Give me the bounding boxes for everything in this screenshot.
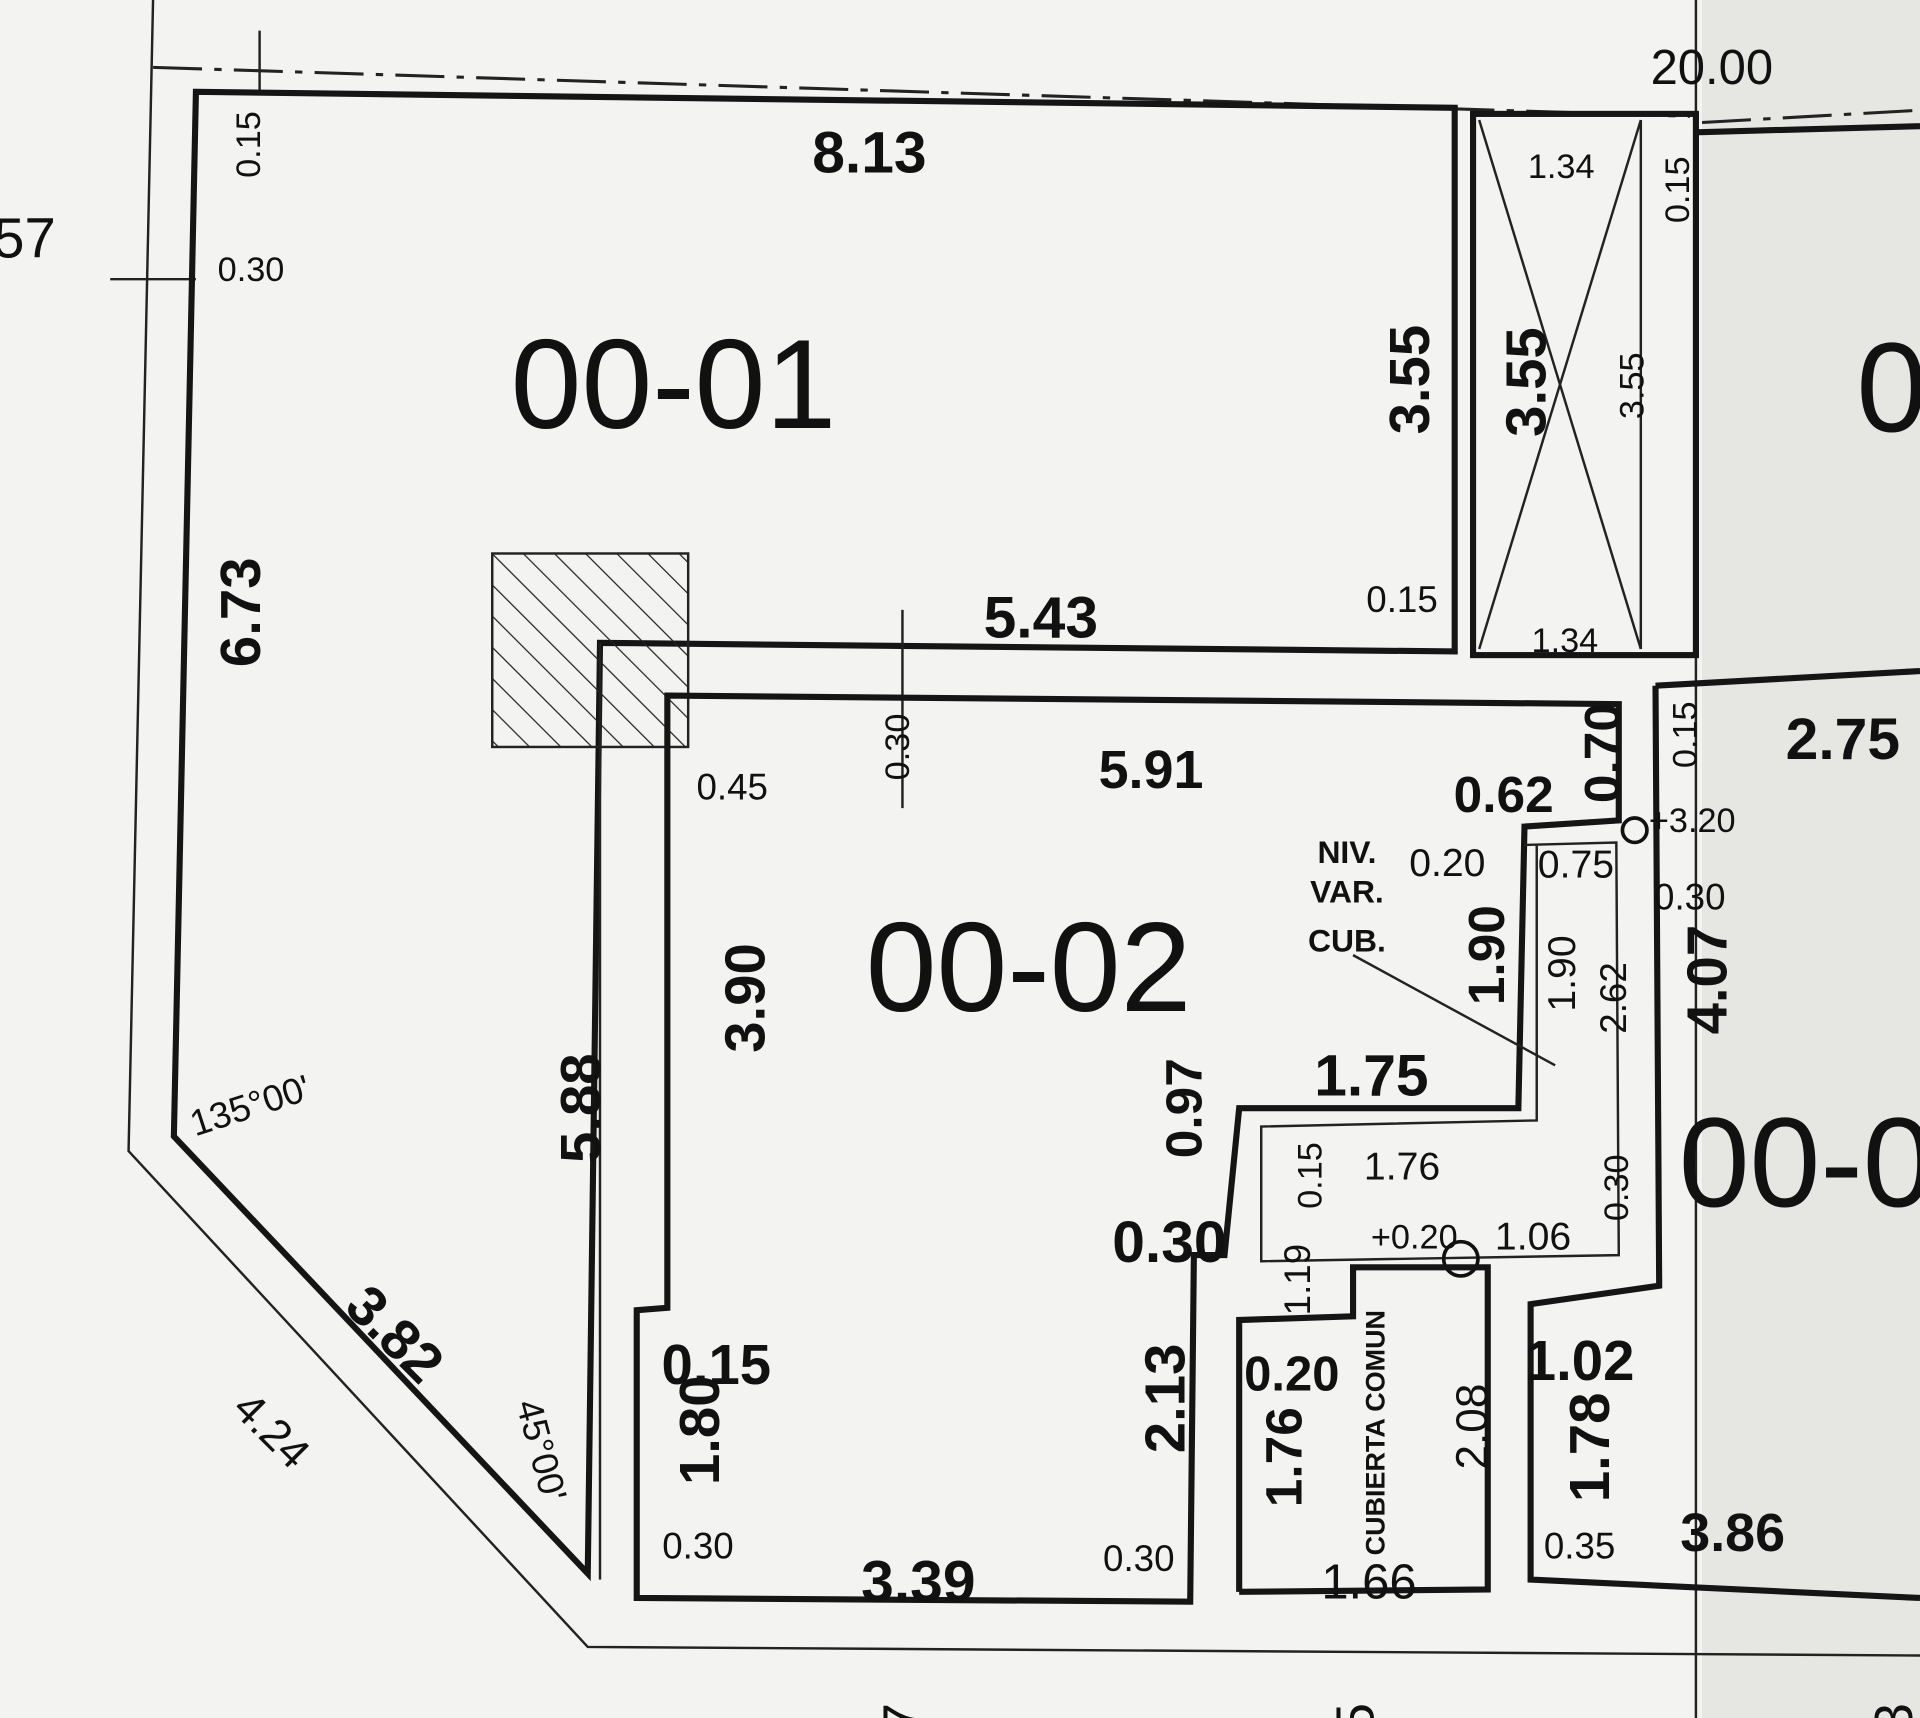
dimension-label: 0.15	[1366, 579, 1437, 620]
paper-fold-shade	[1702, 0, 1920, 1718]
dimension-label: 1.90	[1457, 905, 1515, 1005]
dimension-label: +3.20	[1649, 802, 1736, 840]
dimension-label: 3	[1864, 1703, 1920, 1718]
dimension-label: 0.75	[1538, 843, 1614, 886]
unit-label: 00-0	[1679, 1092, 1920, 1234]
dimension-label: 57	[0, 206, 56, 269]
light-well	[1470, 110, 1699, 659]
dimension-label: 0.30	[1598, 1154, 1636, 1221]
dimension-label: 8.13	[812, 120, 926, 185]
unit-label: 00-01	[511, 313, 837, 455]
dimension-label: 0.45	[697, 767, 768, 808]
dimension-label: 0.15	[230, 111, 268, 178]
dimension-label: 1.06	[1495, 1216, 1571, 1259]
dimension-label: 4.07	[1676, 925, 1739, 1035]
level-pointer	[1352, 954, 1556, 1067]
dimension-label: 1.34	[1528, 148, 1595, 186]
dimension-label: 1.76	[1255, 1407, 1313, 1507]
dimension-label: 3.82	[334, 1273, 456, 1395]
dimension-label: 1.78	[1558, 1393, 1621, 1503]
dimension-label: 45°00'	[508, 1395, 574, 1505]
dimension-label: 0.20	[1244, 1348, 1339, 1402]
dimension-label: 135°00'	[185, 1067, 315, 1144]
dimension-label: 6.73	[209, 557, 272, 667]
dimension-label: 0.62	[1454, 765, 1554, 823]
dimension-label: 5.43	[984, 586, 1098, 651]
dimension-label: 1.34	[1532, 622, 1599, 660]
dimension-label: 5.91	[1099, 740, 1204, 800]
dimension-label: 0.97	[1154, 1058, 1212, 1158]
dimension-label: 0.70	[1573, 703, 1631, 803]
dimension-label: 0.30	[1103, 1538, 1174, 1579]
dimension-label: 1.76	[1364, 1146, 1440, 1189]
dimension-label: 3.39	[861, 1549, 975, 1614]
dimension-label: 1.75	[1314, 1044, 1428, 1109]
dimension-label: 3.90	[713, 943, 776, 1053]
dimension-label: 0.30	[662, 1526, 733, 1567]
dimension-label: 0.30	[218, 251, 285, 289]
dimension-label: 0.15	[662, 1333, 772, 1396]
dimension-label: 2.75	[1786, 707, 1900, 772]
dimension-label: 1.66	[1321, 1556, 1416, 1610]
dimension-label: 2.13	[1133, 1344, 1196, 1454]
dimension-label: 3.86	[1680, 1503, 1785, 1563]
dimension-label: 3.55	[1378, 325, 1441, 435]
dimension-label: 4.24	[224, 1383, 319, 1478]
dimension-label: 3.55	[1494, 327, 1557, 437]
dimension-label: 2.62	[1593, 962, 1634, 1033]
level-marker	[1620, 816, 1649, 845]
dimension-label: 0.35	[1544, 1526, 1615, 1567]
dimension-label: 1.19	[1277, 1244, 1318, 1315]
dimension-label: CUB.	[1308, 922, 1386, 958]
dimension-label: NIV.	[1317, 834, 1376, 870]
lot-line-outer	[127, 0, 1920, 1657]
hatched-column	[491, 552, 690, 749]
dimension-label: 0.30	[1654, 877, 1725, 918]
unit-00-02-walls	[633, 692, 1622, 1605]
dimension-label: 0.20	[1409, 842, 1485, 885]
level-marker	[1441, 1239, 1480, 1278]
dimension-label: 20.00	[1651, 41, 1774, 95]
dimension-label: CUBIERTA COMUN	[1361, 1310, 1391, 1555]
dimension-label: VAR.	[1310, 873, 1384, 909]
unit-right-wall	[1655, 667, 1920, 689]
dimension-label: 0.15	[1292, 1142, 1330, 1209]
common-cover-walls	[1236, 1264, 1491, 1595]
dimension-label: 1.80	[668, 1375, 731, 1485]
light-well-cross	[1478, 119, 1642, 650]
unit-00-03-walls	[1527, 685, 1920, 1602]
dimension-label: 1.02	[1525, 1329, 1635, 1392]
unit-label: 0	[1856, 317, 1920, 459]
stair-outline	[1260, 841, 1621, 1263]
dimension-label: 0.15	[1666, 701, 1704, 768]
dimension-label: 5.88	[549, 1053, 612, 1163]
dimension-label: 7	[872, 1703, 932, 1718]
dimension-label: 1.90	[1541, 935, 1584, 1011]
lot-line-top	[153, 65, 1690, 118]
dimension-label: 0.15	[1659, 156, 1697, 223]
dimension-label: 3.55	[1614, 352, 1652, 419]
dimension-label: 2.08	[1448, 1384, 1497, 1470]
unit-right-wall	[1695, 123, 1920, 136]
unit-label: 00-02	[866, 896, 1192, 1038]
lot-line-top-right	[1701, 108, 1920, 124]
dimension-label: 0.30	[1112, 1210, 1226, 1275]
dimension-label: 5	[1325, 1703, 1385, 1718]
dimension-label: +0.20	[1371, 1218, 1458, 1256]
dimension-label: 0.30	[879, 714, 917, 781]
